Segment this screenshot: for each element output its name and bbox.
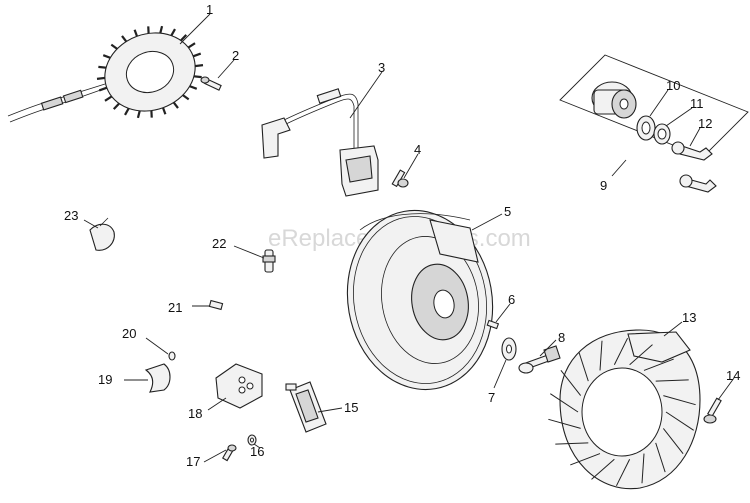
regulator-part-15[interactable] (285, 381, 327, 433)
fan-fin (548, 418, 581, 429)
washer-part-16[interactable] (247, 434, 257, 446)
callout-18: 18 (188, 406, 202, 421)
callout-4: 4 (414, 142, 421, 157)
callout-3: 3 (378, 60, 385, 75)
fan-fin (643, 358, 674, 371)
keys-part-12[interactable] (671, 141, 717, 193)
callout-2: 2 (232, 48, 239, 63)
stator-part-1[interactable] (7, 11, 216, 133)
fan-fin (613, 337, 629, 365)
switch-kit-part-9[interactable] (559, 54, 749, 193)
ignition-module-part-3[interactable] (261, 88, 379, 197)
callout-labels: 1 2 3 4 5 6 7 8 9 10 11 12 13 14 15 16 1… (64, 2, 740, 469)
screw-part-4[interactable] (391, 169, 409, 188)
switch-body-part-10[interactable] (591, 81, 637, 119)
fan-fin (655, 442, 666, 473)
callout-12: 12 (698, 116, 712, 131)
fan-fin (599, 340, 603, 371)
fan-fin (570, 453, 601, 466)
bolt-part-8[interactable] (518, 345, 561, 374)
callout-13: 13 (682, 310, 696, 325)
callout-11: 11 (690, 96, 704, 111)
screw-part-14[interactable] (703, 397, 722, 424)
callout-19: 19 (98, 372, 112, 387)
callout-1: 1 (206, 2, 213, 17)
blower-housing-part-13[interactable] (548, 329, 701, 490)
callout-15: 15 (344, 400, 358, 415)
fan-fin (662, 428, 684, 455)
fan-fin (591, 458, 615, 480)
key-part-21[interactable] (208, 299, 224, 311)
callout-14: 14 (726, 368, 740, 383)
clamp-part-23[interactable] (89, 217, 115, 251)
fan-fin (629, 344, 653, 366)
washer-part-7[interactable] (501, 337, 517, 361)
fan-fin (663, 395, 696, 406)
washer-part-20[interactable] (168, 351, 176, 361)
fan-fin (555, 442, 589, 445)
fan-fin (615, 459, 631, 487)
callout-17: 17 (186, 454, 200, 469)
callout-7: 7 (488, 390, 495, 405)
callout-10: 10 (666, 78, 680, 93)
fan-fin (655, 379, 689, 382)
callout-22: 22 (212, 236, 226, 251)
fan-fin (550, 393, 579, 413)
clip-part-19[interactable] (144, 363, 171, 393)
callout-21: 21 (168, 300, 182, 315)
callout-23: 23 (64, 208, 78, 223)
callout-16: 16 (250, 444, 264, 459)
fan-fin (665, 411, 694, 431)
callout-8: 8 (558, 330, 565, 345)
connector-part-18[interactable] (215, 363, 263, 409)
callout-9: 9 (600, 178, 607, 193)
nut-part-11[interactable] (653, 123, 671, 145)
leader-lines (83, 13, 735, 463)
screw-part-2[interactable] (200, 76, 222, 91)
screw-part-17[interactable] (222, 444, 237, 462)
fan-fin (578, 351, 589, 382)
key-part-6[interactable] (486, 319, 500, 330)
callout-5: 5 (504, 204, 511, 219)
flywheel-part-5[interactable] (333, 199, 506, 401)
fan-fin (641, 453, 645, 484)
callout-20: 20 (122, 326, 136, 341)
spark-plug-part-22[interactable] (262, 249, 276, 273)
fan-fin (560, 369, 582, 396)
lock-ring-part-10[interactable] (636, 115, 656, 141)
callout-6: 6 (508, 292, 515, 307)
